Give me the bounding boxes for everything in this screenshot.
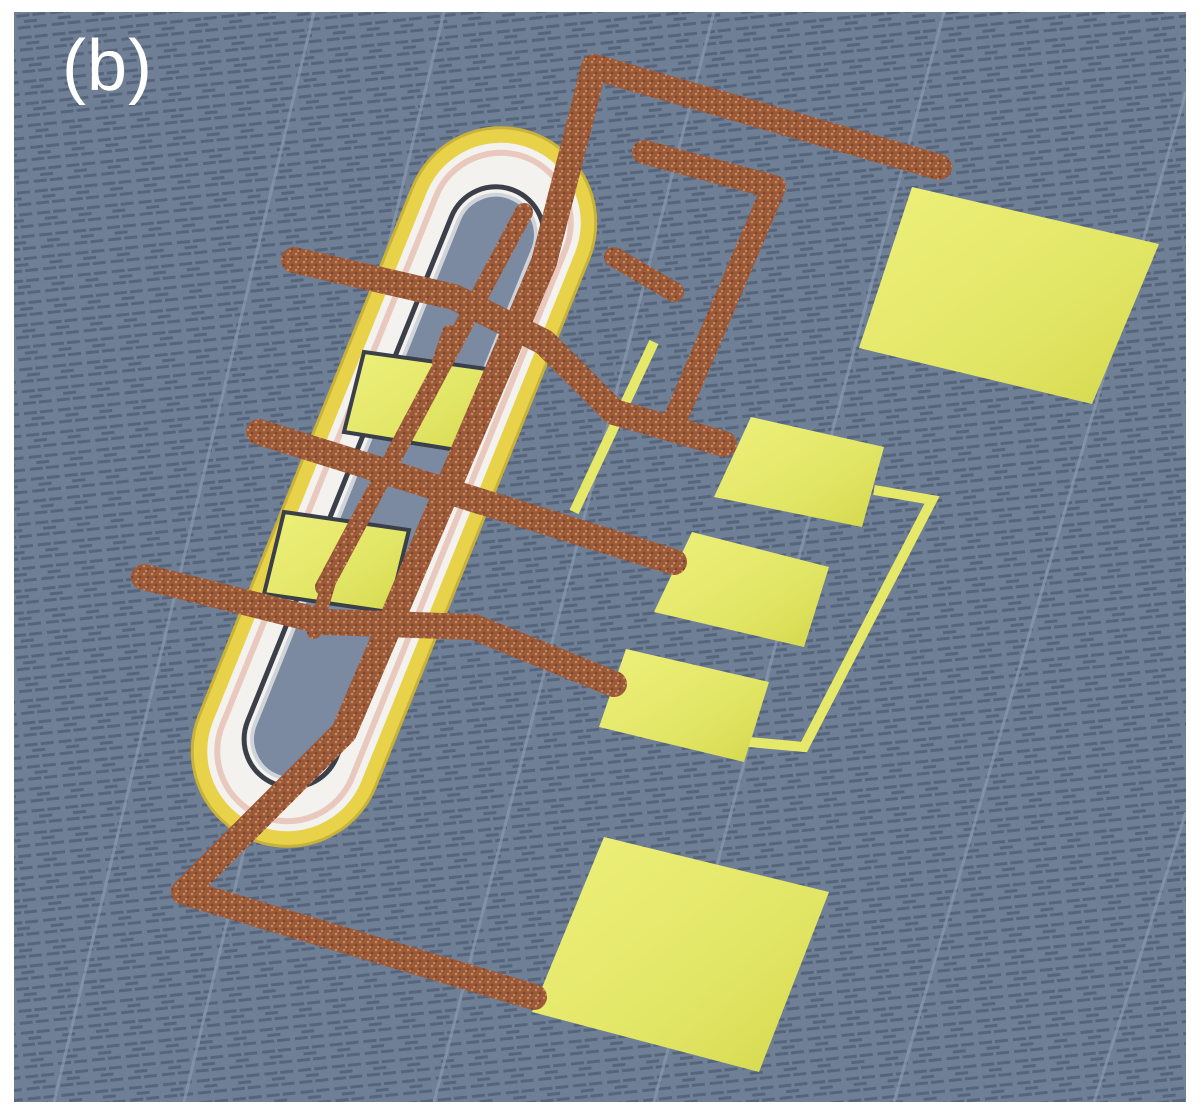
- pad-top: [859, 187, 1159, 404]
- chip-micrograph: [14, 12, 1186, 1102]
- copper-traces: [131, 54, 952, 1010]
- contact-pads: [532, 187, 1159, 1072]
- pad-bottom: [532, 837, 829, 1072]
- pad-mid-1: [714, 417, 884, 527]
- micrograph-figure: (b): [14, 12, 1186, 1102]
- pad-mid-3: [599, 649, 769, 762]
- panel-label: (b): [62, 26, 153, 106]
- pad-mid-2: [654, 532, 829, 647]
- gold-trace: [569, 339, 940, 753]
